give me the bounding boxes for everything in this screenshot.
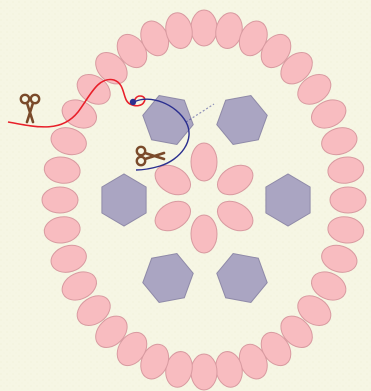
ring-bead (165, 12, 193, 49)
flower-petal-bead (217, 164, 254, 196)
red-thread (7, 78, 146, 128)
ring-bead (76, 295, 111, 326)
ring-bead (280, 52, 313, 85)
hexagon-bead (142, 95, 194, 145)
flower-petal-bead (190, 142, 218, 182)
ring-bead (43, 216, 81, 244)
hexagon-beads (101, 95, 311, 303)
scissors-handle-left (19, 93, 31, 105)
center-flower (154, 142, 254, 254)
flower-petal-bead (154, 200, 191, 232)
hexagon-bead (216, 95, 268, 145)
outer-bead-ring (41, 9, 367, 391)
ring-bead (190, 353, 218, 391)
ring-bead (95, 315, 128, 348)
thread-knot (129, 98, 137, 106)
hexagon-bead (216, 253, 268, 303)
scissors-handle-left (135, 155, 147, 167)
flower-petal-bead (154, 164, 191, 196)
scissors-blade-b (143, 151, 166, 161)
flower-petal-bead (190, 214, 218, 254)
scissors-icon (135, 145, 166, 167)
hexagon-bead (265, 173, 311, 227)
flower-petal-bead (217, 200, 254, 232)
ring-bead (260, 33, 292, 69)
ring-bead (297, 74, 332, 105)
ring-bead (327, 156, 365, 184)
scissors-handle-right (135, 145, 147, 157)
threads (7, 78, 215, 171)
ring-bead (116, 331, 148, 367)
blue-thread (133, 98, 190, 171)
scissors-icon (19, 93, 41, 124)
hexagon-bead (142, 253, 194, 303)
ring-bead (327, 216, 365, 244)
scissors-group (19, 93, 166, 167)
ring-bead (43, 156, 81, 184)
blue-thread-hidden-segment (185, 103, 215, 123)
ring-bead (321, 127, 358, 156)
ring-bead (95, 52, 128, 85)
scissors-handle-right (29, 93, 41, 105)
ring-bead (321, 244, 358, 273)
ring-bead (311, 271, 347, 301)
ring-bead (50, 244, 87, 273)
ring-bead (61, 271, 97, 301)
ring-bead (311, 99, 347, 129)
ring-bead (190, 9, 218, 47)
scissors-blade-b (25, 101, 35, 124)
hexagon-bead (101, 173, 147, 227)
ring-bead (297, 295, 332, 326)
ring-bead (280, 315, 313, 348)
ring-bead (50, 127, 87, 156)
ring-bead (41, 186, 79, 214)
ring-bead (329, 186, 367, 214)
